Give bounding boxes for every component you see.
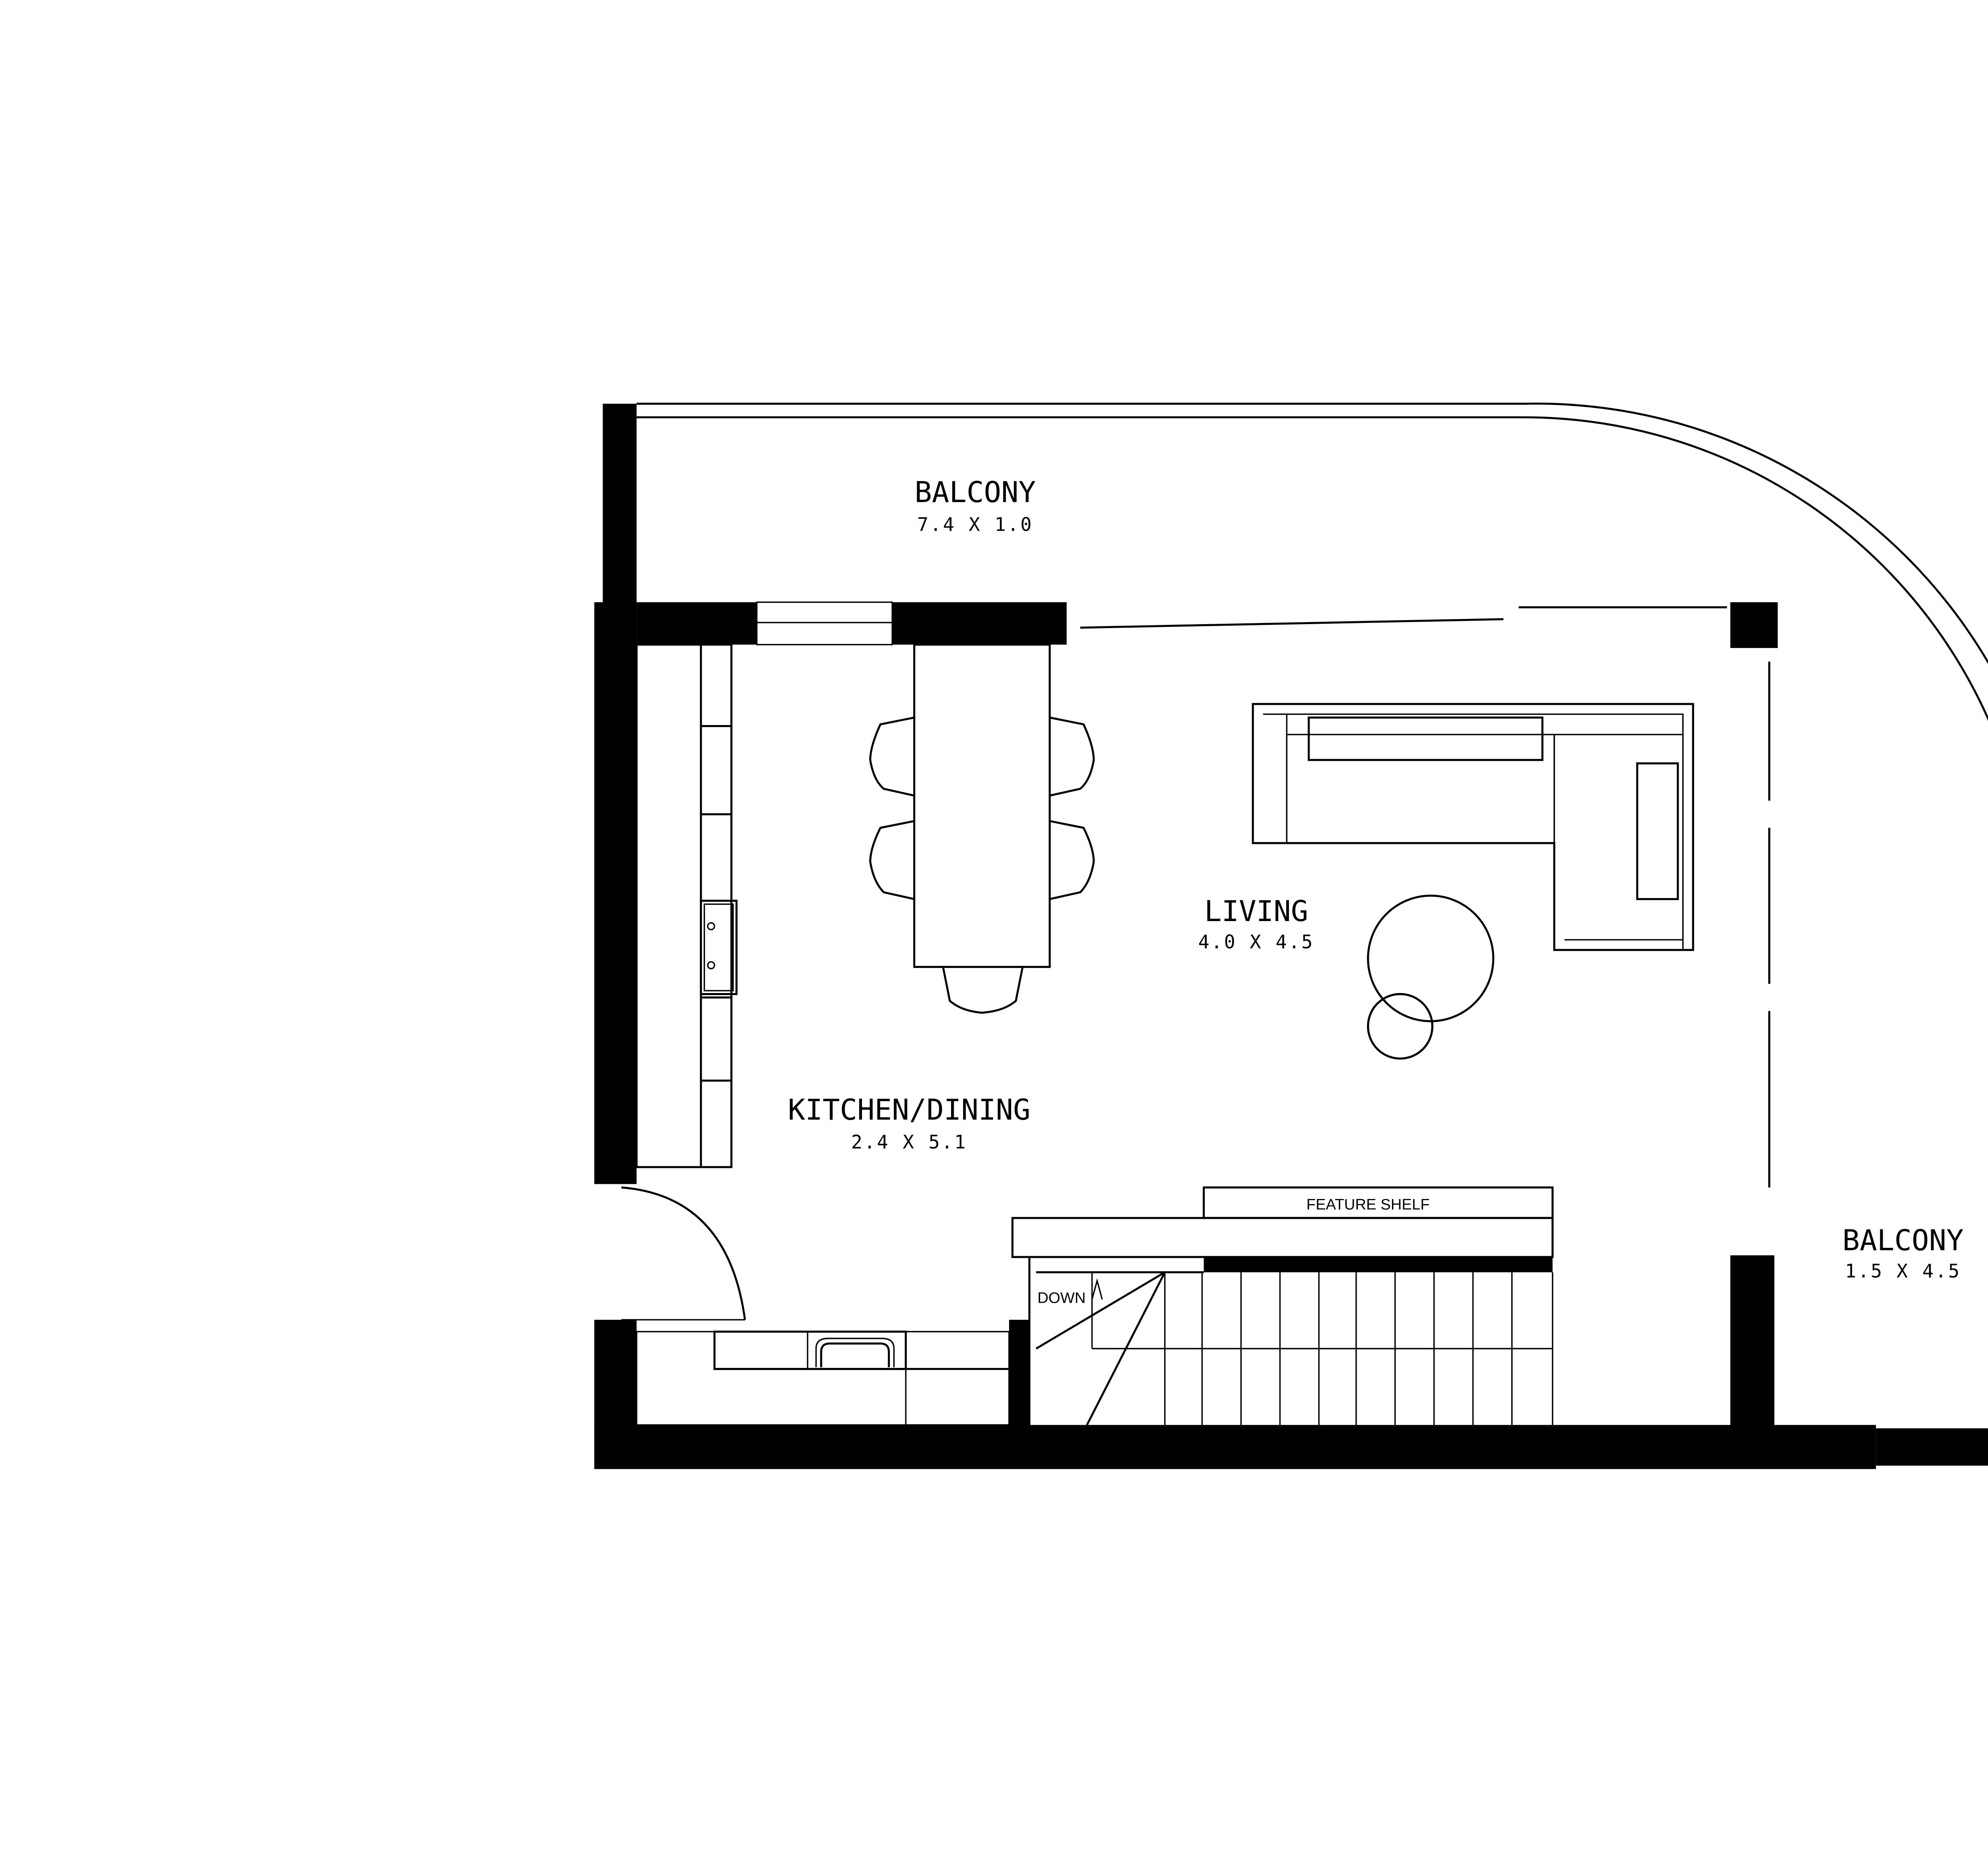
room-size-balcony-side: 1.5 X 4.5 (1845, 1260, 1961, 1282)
staircase: DOWN (1028, 1257, 1553, 1426)
room-labels: BALCONY 7.4 X 1.0 LIVING 4.0 X 4.5 KITCH… (788, 476, 1964, 1282)
dining-chairs (869, 716, 1095, 1014)
room-name-balcony-side: BALCONY (1842, 1224, 1964, 1257)
feature-shelf: FEATURE SHELF (1011, 1186, 1554, 1272)
room-name-kitchen-dining: KITCHEN/DINING (788, 1093, 1031, 1127)
arrow-up-icon (1091, 1278, 1103, 1300)
kitchen-sink (700, 900, 738, 995)
sliding-glass-doors (1080, 606, 1771, 1188)
kitchen-counter-bottom (636, 1331, 1010, 1426)
balcony-outline (637, 402, 1988, 721)
kitchen-counter (635, 644, 738, 1168)
room-size-kitchen-dining: 2.4 X 5.1 (851, 1131, 967, 1153)
walls (594, 403, 1988, 1469)
dining-table (913, 644, 1051, 968)
stair-down-label: DOWN (1037, 1289, 1085, 1306)
cooktop-icon (815, 1338, 895, 1367)
room-size-balcony-top: 7.4 X 1.0 (917, 514, 1033, 536)
window (756, 601, 893, 646)
room-size-living: 4.0 X 4.5 (1198, 931, 1314, 953)
room-name-living: LIVING (1204, 895, 1308, 928)
coffee-tables (1367, 894, 1495, 1060)
sectional-sofa (1252, 703, 1694, 951)
room-name-balcony-top: BALCONY (914, 476, 1036, 509)
feature-shelf-label: FEATURE SHELF (1307, 1196, 1430, 1213)
entry-door (621, 1186, 746, 1321)
